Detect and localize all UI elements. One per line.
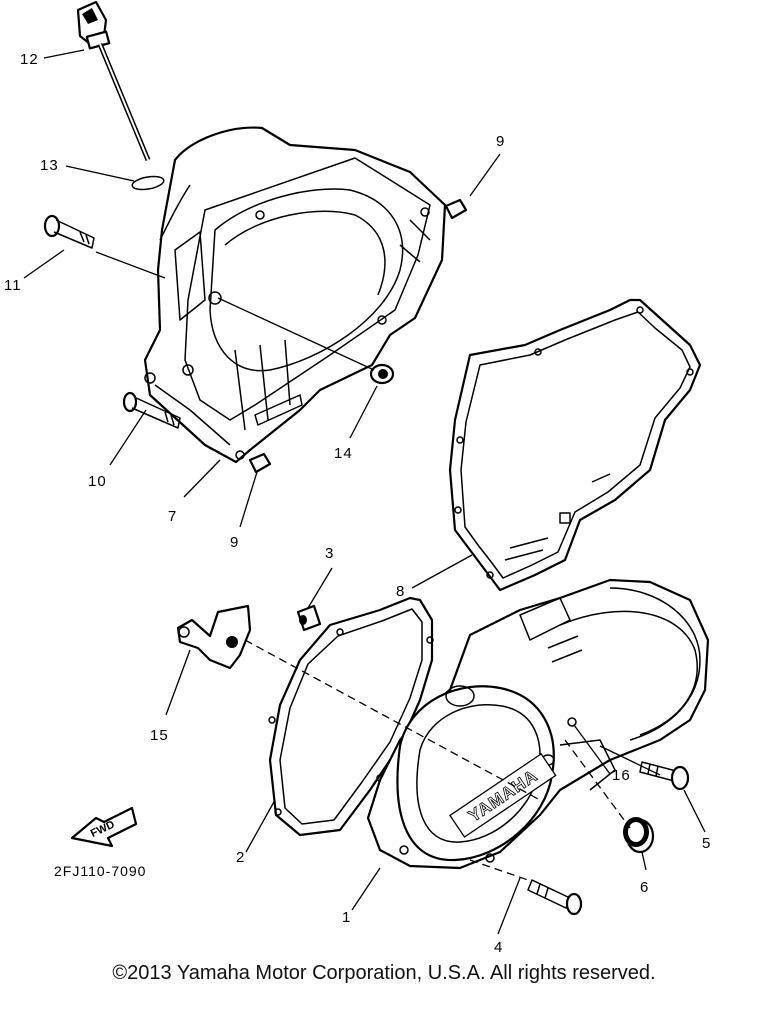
callout-15: 15 bbox=[150, 727, 169, 744]
dipstick-part bbox=[76, 0, 151, 161]
drawing-code: 2FJ110-7090 bbox=[54, 863, 146, 879]
bolt-4-part bbox=[527, 879, 583, 916]
oil-seal-part bbox=[369, 363, 395, 385]
callout-9-upper: 9 bbox=[496, 133, 505, 150]
callout-10: 10 bbox=[88, 473, 107, 490]
engine-cover-part: YAMAHA bbox=[366, 578, 710, 870]
callout-16: 16 bbox=[612, 767, 631, 784]
callout-14: 14 bbox=[334, 445, 353, 462]
bracket-part bbox=[176, 604, 252, 670]
forward-direction-arrow: FWD bbox=[70, 806, 138, 848]
callout-6: 6 bbox=[640, 879, 649, 896]
screw-5-part bbox=[639, 761, 690, 791]
copyright-notice: ©2013 Yamaha Motor Corporation, U.S.A. A… bbox=[112, 962, 656, 984]
bolt-11-part bbox=[43, 214, 95, 249]
callout-12: 12 bbox=[20, 51, 39, 68]
callout-labels: 12 13 11 9 14 10 7 9 8 3 15 2 1 4 5 6 16… bbox=[4, 51, 711, 956]
o-ring-part bbox=[131, 175, 165, 191]
dowel-pin-lower-part bbox=[248, 452, 272, 474]
callout-11: 11 bbox=[4, 277, 22, 294]
dowel-3-part bbox=[296, 604, 322, 632]
leader-lines bbox=[23, 49, 706, 935]
callout-13: 13 bbox=[40, 157, 59, 174]
plug-6-part bbox=[623, 817, 655, 854]
callout-3: 3 bbox=[325, 545, 334, 562]
callout-2: 2 bbox=[236, 849, 245, 866]
callout-4: 4 bbox=[494, 939, 503, 956]
crankcase-cover-part bbox=[143, 126, 447, 464]
callout-9-lower: 9 bbox=[230, 534, 239, 551]
callout-1: 1 bbox=[342, 909, 351, 926]
dowel-pin-upper-part bbox=[444, 198, 468, 220]
callout-8: 8 bbox=[396, 583, 405, 600]
callout-7: 7 bbox=[168, 508, 177, 525]
gasket-lower-part bbox=[268, 596, 434, 837]
gasket-upper-part bbox=[448, 298, 702, 592]
part-16 bbox=[567, 717, 577, 727]
callout-5: 5 bbox=[702, 835, 711, 852]
bolt-10-part bbox=[122, 391, 181, 429]
